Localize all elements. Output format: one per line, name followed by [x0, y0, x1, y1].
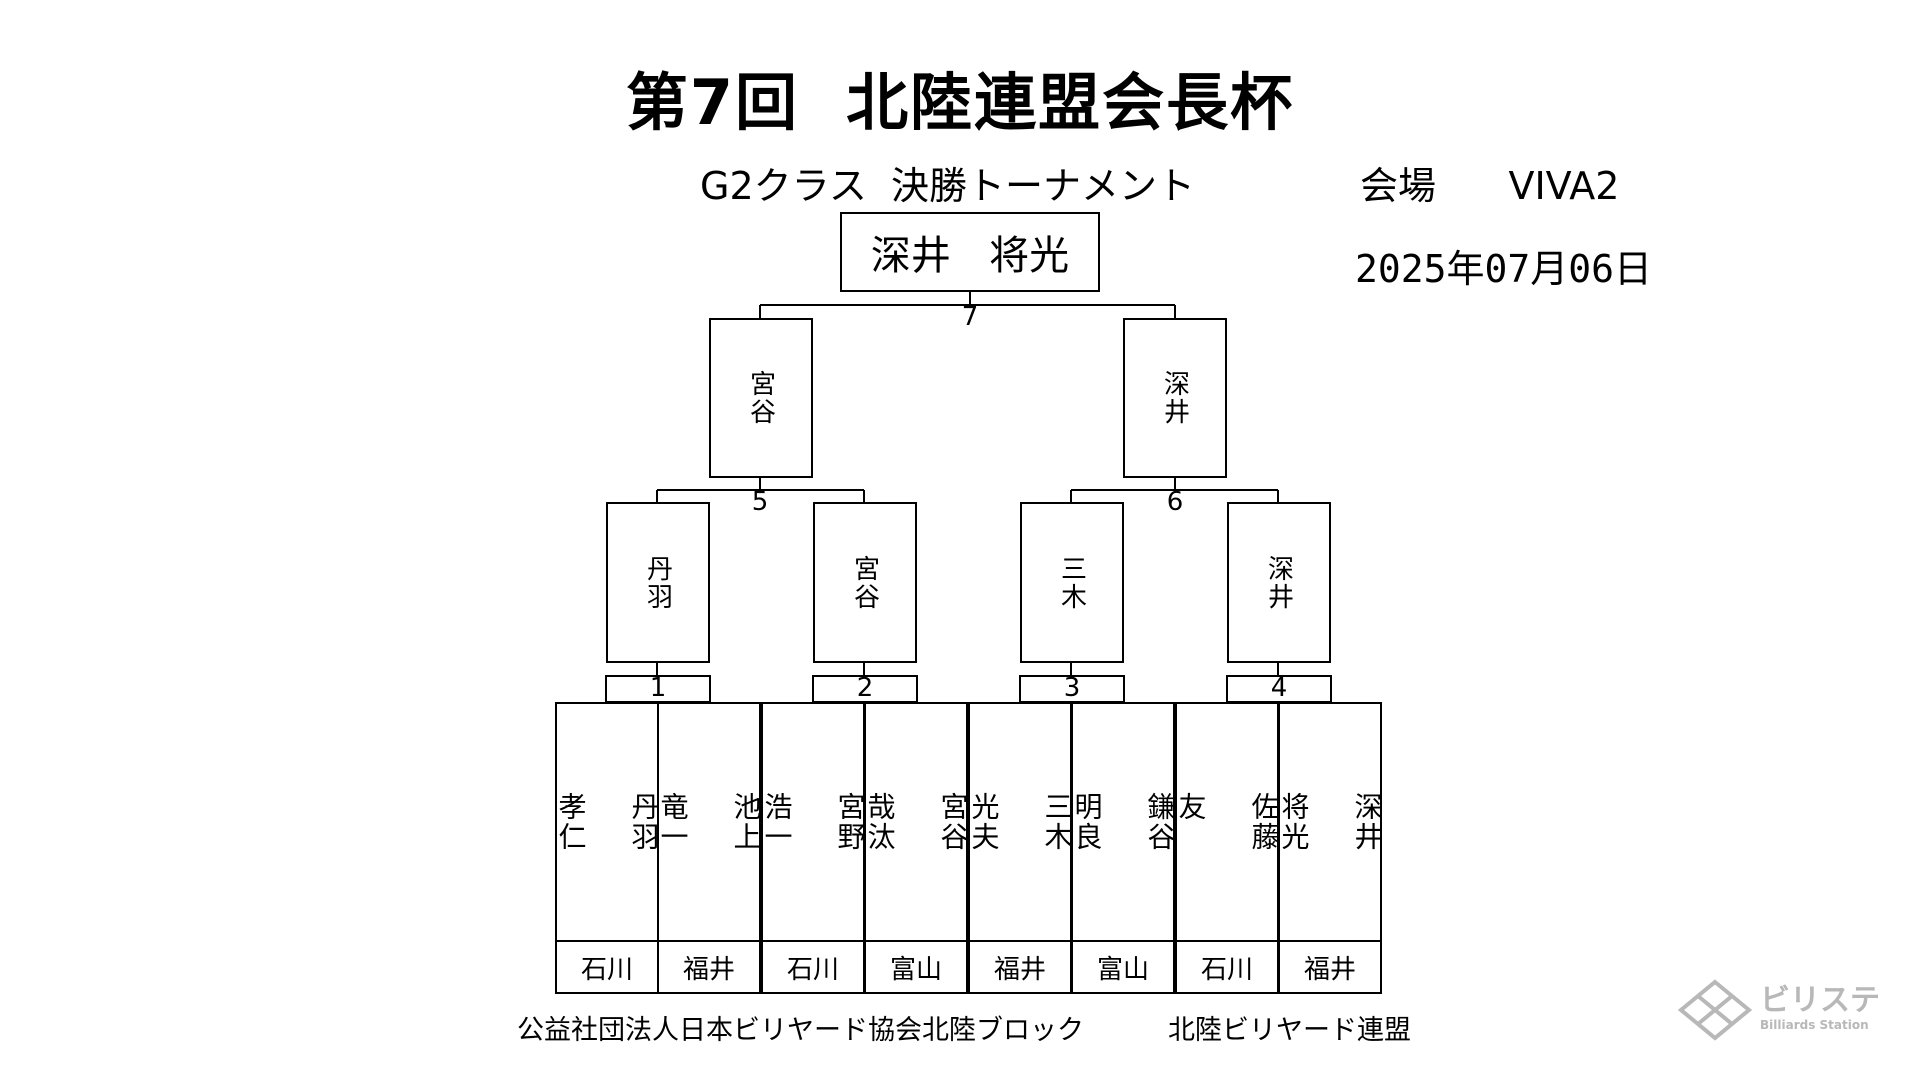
player-4-prefecture: 富山: [864, 940, 968, 994]
page-title: 第7回 北陸連盟会長杯: [625, 66, 1295, 139]
tournament-subtitle: G2クラス 決勝トーナメント: [700, 164, 1196, 208]
player-1-prefecture: 石川: [555, 940, 659, 994]
player-8-name: 深井 将光: [1278, 702, 1384, 942]
semi-2-left-player: 三木: [1020, 502, 1124, 663]
player-8-prefecture: 福井: [1278, 940, 1382, 994]
player-3-name: 宮野 浩一: [761, 702, 867, 942]
footer-federation: 北陸ビリヤード連盟: [1168, 1015, 1411, 1046]
semi-1-left-player: 丹羽: [606, 502, 710, 663]
match-number-r1-1: 1: [649, 673, 667, 703]
footer-organizer: 公益社団法人日本ビリヤード協会北陸ブロック: [517, 1015, 1084, 1046]
player-4-name: 宮谷 哉汰: [864, 702, 970, 942]
match-number-semi-1: 5: [751, 487, 769, 517]
player-5-prefecture: 福井: [968, 940, 1072, 994]
billiards-station-logo-icon: [1677, 979, 1753, 1041]
watermark-subtext: Billiards Station: [1760, 1018, 1869, 1032]
match-number-final: 7: [961, 302, 979, 332]
final-right-player: 深井: [1123, 318, 1227, 478]
match-number-r1-2: 2: [856, 673, 874, 703]
player-3-prefecture: 石川: [761, 940, 865, 994]
match-number-semi-2: 6: [1166, 487, 1184, 517]
player-2-prefecture: 福井: [657, 940, 761, 994]
match-number-r1-4: 4: [1270, 673, 1288, 703]
venue: 会場 VIVA2: [1360, 164, 1620, 208]
watermark-text: ビリステ: [1760, 983, 1880, 1018]
player-2-name: 池上 竜一: [657, 702, 763, 942]
semi-1-right-player: 宮谷: [813, 502, 917, 663]
match-number-r1-3: 3: [1063, 673, 1081, 703]
player-7-name: 佐藤 友: [1175, 702, 1281, 942]
final-left-player: 宮谷: [709, 318, 813, 478]
player-1-name: 丹羽 孝仁: [555, 702, 661, 942]
player-7-prefecture: 石川: [1175, 940, 1279, 994]
semi-2-right-player: 深井: [1227, 502, 1331, 663]
player-6-name: 鎌谷 明良: [1071, 702, 1177, 942]
champion-box: 深井 将光: [840, 212, 1100, 292]
player-5-name: 三木 光夫: [968, 702, 1074, 942]
player-6-prefecture: 富山: [1071, 940, 1175, 994]
event-date: 2025年07月06日: [1355, 247, 1653, 291]
